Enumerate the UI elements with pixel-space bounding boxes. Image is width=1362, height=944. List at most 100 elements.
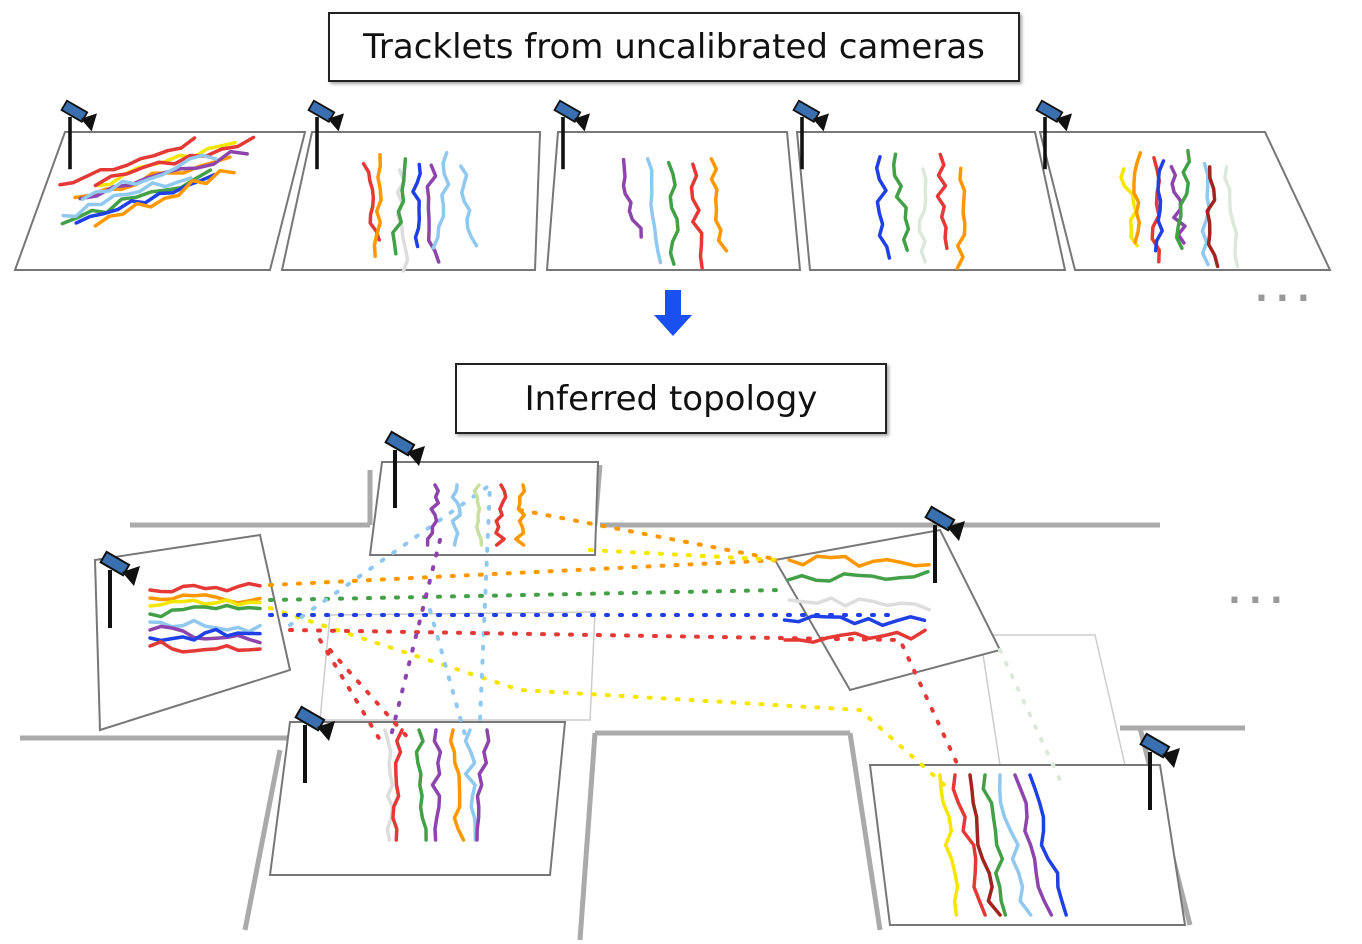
tracklet [148,603,262,619]
camera-body [307,99,336,123]
tracklet [621,157,643,239]
camera-body [1139,732,1171,759]
tracklet [383,728,395,842]
tracklet [148,598,262,608]
dotted-link [268,606,952,792]
tracklet [1013,773,1054,917]
tracklet [1174,148,1192,251]
tracklet [951,773,987,917]
dotted-link [268,558,782,587]
camera-body [553,99,582,123]
dotted-link [588,548,782,562]
tracklet [689,162,704,270]
tracklet [463,728,478,842]
tracklet [997,773,1033,917]
top-panel-2 [280,131,542,271]
top-camera-5 [1035,99,1072,170]
bottom-panel-right [773,528,1002,692]
tracklet [786,569,930,583]
tracklet [391,157,408,256]
tracklet [938,773,960,917]
tracklet [1153,159,1166,253]
camera-body [1035,99,1064,123]
bottom-camera-bottom-left [294,705,335,783]
tracklet [93,168,236,228]
dotted-link [388,538,442,742]
road-area-right [979,634,1126,766]
camera-lens-hood [1055,113,1072,132]
camera-body [924,505,956,532]
tracklet [494,483,508,547]
camera-lens-hood [122,566,140,586]
tracklet [61,176,193,219]
tracklet [891,152,911,252]
title-inferred-topology: Inferred topology [455,363,887,434]
bottom-panel-bottom-left [268,721,567,876]
down-arrow-icon [654,290,692,336]
road-intersection [319,611,596,721]
tracklet [666,160,680,266]
road-segment [242,749,283,931]
dotted-link [428,608,467,737]
tracklet [709,157,729,253]
ellipsis-top: ... [1255,270,1318,310]
road-segment [577,732,598,941]
tracklet [58,136,197,187]
camera-lens-hood [407,446,425,466]
bottom-panel-bottom-right [868,764,1187,926]
bottom-panel-left [93,533,292,732]
camera-lens-hood [1162,748,1180,768]
tracklet [645,156,663,265]
camera-lens-hood [317,721,335,741]
tracklet [459,164,479,248]
tracklet [1119,167,1139,248]
tracklet [80,153,218,201]
tracklet [414,728,428,842]
tracklet [148,593,262,605]
tracklet [1223,165,1240,269]
tracklet [1205,165,1220,269]
bottom-camera-bottom-right [1139,732,1180,810]
bottom-camera-right [924,505,965,583]
ellipsis-bottom: ... [1228,572,1291,612]
camera-body [384,430,416,457]
tracklet [361,162,381,242]
tracklet [148,627,262,643]
tracklet [425,483,441,547]
tracklet [935,152,949,251]
road-segment [847,732,883,931]
tracklet [148,581,262,594]
camera-body [792,99,821,123]
camera-body [60,99,89,123]
camera-body [294,705,326,732]
tracklet [93,135,256,188]
tracklet [430,728,443,842]
bottom-camera-left [99,550,140,628]
title-tracklets: Tracklets from uncalibrated cameras [328,12,1020,82]
dotted-link [998,648,1062,782]
dotted-link [328,648,412,742]
camera-body [99,550,131,577]
tracklet [448,728,466,842]
tracklet [411,162,422,249]
top-panel-3 [545,131,802,271]
dotted-link [268,588,782,602]
tracklet [148,640,262,654]
tracklet [1132,151,1143,245]
tracklet [782,614,927,628]
dotted-link [518,508,782,562]
tracklet [874,155,892,260]
tracklet [431,150,451,250]
tracklet [472,483,484,547]
tracklet [783,628,927,644]
tracklet [372,152,383,259]
dotted-link [318,638,382,742]
top-panel-5 [1038,131,1332,271]
bottom-panel-top-center [368,461,600,556]
tracklet [514,483,527,547]
tracklet [450,483,462,547]
tracklet [917,167,928,264]
tracklet [148,618,262,634]
tracklet [955,166,967,270]
